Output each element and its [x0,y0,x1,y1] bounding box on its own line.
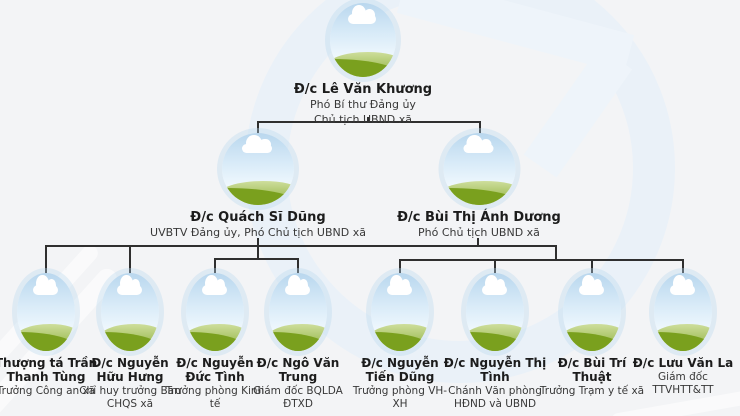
person-name: Đ/c Lưu Văn La [632,356,734,370]
hill-icon [563,332,621,351]
person-role: Chỉ huy trưởng Ban CHQS xã [79,385,181,411]
cloud-icon [482,274,507,295]
person-name: Đ/c Nguyễn Đức Tình [176,356,254,385]
cloud-icon [285,274,310,295]
landscape-avatar-icon [269,273,327,351]
person-role: UVBTV Đảng ủy, Phó Chủ tịch UBND xã [150,226,366,240]
person-role: Trưởng phòng VH-XH [352,385,448,411]
org-node-staff: Đ/c Nguyễn Hữu Hưng Chỉ huy trưởng Ban C… [77,273,183,412]
hill-icon [330,59,396,77]
org-node-vice-chairman-2: Đ/c Bùi Thị Ánh Dương Phó Chủ tịch UBND … [372,133,587,240]
org-node-staff: Đ/c Lưu Văn La Giám đốc TTVHTT&TT [630,273,736,397]
cloud-icon [463,134,494,154]
landscape-avatar-icon [17,273,75,351]
org-node-vice-chairman-1: Đ/c Quách Sĩ Dũng UVBTV Đảng ủy, Phó Chủ… [128,133,388,240]
landscape-avatar-icon [222,133,294,205]
org-node-staff: Đ/c Bùi Trí Thuật Trưởng Trạm y tế xã [539,273,645,398]
hill-icon [443,187,515,205]
landscape-avatar-icon [186,273,244,351]
cloud-icon [202,274,227,295]
person-role: Giám đốc BQLDA ĐTXD [253,385,343,411]
cloud-icon [117,274,142,295]
hill-icon [371,332,429,351]
org-node-chairman: Đ/c Lê Văn Khương Phó Bí thư Đảng ủy Chủ… [258,3,468,127]
person-name: Đ/c Bùi Thị Ánh Dương [397,210,561,225]
org-node-staff: Đ/c Nguyễn Thị Tình Chánh Văn phòng HĐND… [442,273,548,412]
org-node-staff: Đ/c Nguyễn Tiến Dũng Trưởng phòng VH-XH [347,273,453,412]
hill-icon [466,332,524,351]
person-role: Phó Bí thư Đảng ủy [310,98,416,112]
cloud-icon [670,274,695,295]
hill-icon [17,332,75,351]
person-role: Trưởng Trạm y tế xã [539,385,645,398]
cloud-icon [242,134,273,154]
landscape-avatar-icon [101,273,159,351]
hill-icon [222,187,294,205]
person-name: Đ/c Ngô Văn Trung [256,356,340,385]
person-role: Chủ tịch UBND xã [313,113,413,127]
cloud-icon [387,274,412,295]
person-name: Đ/c Bùi Trí Thuật [557,356,627,385]
person-name: Đ/c Lê Văn Khương [293,82,433,97]
person-role: Giám đốc TTVHTT&TT [652,371,714,397]
landscape-avatar-icon [330,3,396,77]
org-node-staff: Đ/c Ngô Văn Trung Giám đốc BQLDA ĐTXD [245,273,351,412]
person-name: Đ/c Nguyễn Thị Tình [443,356,547,385]
person-role: Trưởng Công an xã [0,385,96,398]
cloud-icon [579,274,604,295]
hill-icon [101,332,159,351]
landscape-avatar-icon [563,273,621,351]
person-name: Đ/c Nguyễn Tiến Dũng [361,356,439,385]
person-name: Thượng tá Trần Thanh Tùng [0,356,98,385]
landscape-avatar-icon [654,273,712,351]
person-name: Đ/c Quách Sĩ Dũng [190,210,326,225]
person-role: Trưởng phòng Kinh tế [165,385,265,411]
person-role: Phó Chủ tịch UBND xã [418,226,540,240]
hill-icon [186,332,244,351]
landscape-avatar-icon [466,273,524,351]
org-node-staff: Thượng tá Trần Thanh Tùng Trưởng Công an… [0,273,99,398]
hill-icon [654,332,712,351]
person-role: Chánh Văn phòng HĐND và UBND [448,385,542,411]
landscape-avatar-icon [371,273,429,351]
cloud-icon [33,274,58,295]
org-node-staff: Đ/c Nguyễn Đức Tình Trưởng phòng Kinh tế [162,273,268,412]
landscape-avatar-icon [443,133,515,205]
hill-icon [269,332,327,351]
person-name: Đ/c Nguyễn Hữu Hưng [91,356,169,385]
cloud-icon [348,5,377,24]
